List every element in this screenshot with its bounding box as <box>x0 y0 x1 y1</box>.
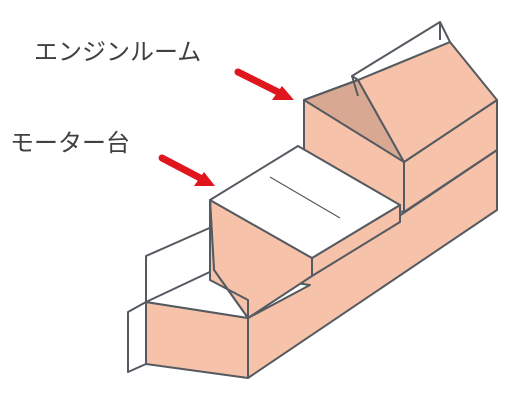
arrow-engine-room <box>234 68 294 100</box>
engine-room-label: エンジンルーム <box>34 38 202 66</box>
arrow-motor-base <box>158 154 215 186</box>
engine-ridge <box>351 21 451 81</box>
engine-ridge-left <box>351 75 359 97</box>
motor-left-face <box>209 199 249 319</box>
motor-base-label: モーター台 <box>10 129 130 157</box>
left-plate <box>127 301 147 373</box>
motor-top-face <box>209 145 401 259</box>
motor-top-seam <box>269 176 341 219</box>
